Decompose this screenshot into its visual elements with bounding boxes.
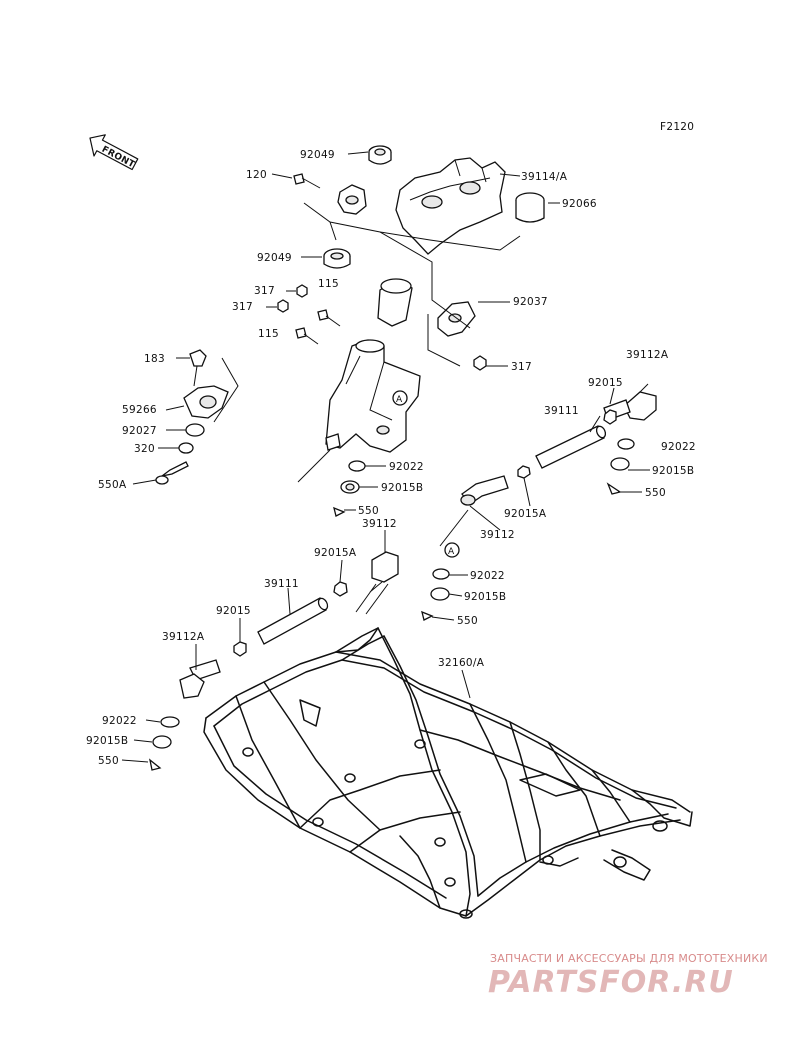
- label-92015-right: 92015: [588, 377, 623, 389]
- label-550-lowmid: 550: [457, 615, 478, 627]
- label-32160a: 32160/A: [438, 657, 485, 669]
- steering-shaft-bracket: A: [325, 339, 421, 453]
- lowmid-fasteners: [421, 568, 450, 621]
- label-39111-right: 39111: [544, 405, 579, 417]
- part-labels: 92049 120 39114/A 92066 92049 115 317 31…: [86, 149, 696, 767]
- label-92022-lowmid: 92022: [470, 570, 505, 582]
- watermark-tagline: ЗАПЧАСТИ И АКСЕССУАРЫ ДЛЯ МОТОТЕХНИКИ: [490, 952, 768, 965]
- label-120: 120: [246, 169, 267, 181]
- label-92015b-center: 92015B: [381, 482, 423, 494]
- pitman-bearing-group: [155, 349, 239, 485]
- label-115-top: 115: [318, 278, 339, 290]
- diagram-code: F2120: [660, 121, 694, 133]
- label-92015-left: 92015: [216, 605, 251, 617]
- callout-a-lower-text: A: [448, 547, 455, 557]
- label-92066: 92066: [562, 198, 597, 210]
- right-tie-rod: [460, 391, 657, 506]
- label-115-mid: 115: [258, 328, 279, 340]
- label-92015a-right: 92015A: [504, 508, 547, 520]
- watermark-brand: PARTSFOR.RU: [488, 965, 734, 1000]
- callout-a-lower: [444, 542, 460, 558]
- label-550-left: 550: [98, 755, 119, 767]
- label-92022-center: 92022: [389, 461, 424, 473]
- label-39112a-right: 39112A: [626, 349, 669, 361]
- label-317-b: 317: [232, 301, 253, 313]
- label-92022-left: 92022: [102, 715, 137, 727]
- callout-a-upper: A: [396, 395, 403, 405]
- steering-stem-clamp: [277, 145, 545, 371]
- label-550-right: 550: [645, 487, 666, 499]
- label-92015b-lowmid: 92015B: [464, 591, 506, 603]
- label-39112a-left: 39112A: [162, 631, 205, 643]
- label-317-c: 317: [511, 361, 532, 373]
- label-92015a-left: 92015A: [314, 547, 357, 559]
- label-92049-mid: 92049: [257, 252, 292, 264]
- label-92015b-right: 92015B: [652, 465, 694, 477]
- label-550a: 550A: [98, 479, 127, 491]
- main-frame: [203, 627, 693, 919]
- label-92027: 92027: [122, 425, 157, 437]
- front-arrow-icon: FRONT: [89, 134, 139, 171]
- label-92049-top: 92049: [300, 149, 335, 161]
- label-59266: 59266: [122, 404, 157, 416]
- label-39112-left: 39112: [362, 518, 397, 530]
- label-39111-left: 39111: [264, 578, 299, 590]
- left-tie-rod: [149, 551, 399, 771]
- label-39112-right: 39112: [480, 529, 515, 541]
- label-92022-right: 92022: [661, 441, 696, 453]
- label-320: 320: [134, 443, 155, 455]
- label-92037: 92037: [513, 296, 548, 308]
- label-39114a: 39114/A: [521, 171, 568, 183]
- label-183: 183: [144, 353, 165, 365]
- label-317-a: 317: [254, 285, 275, 297]
- label-550-center: 550: [358, 505, 379, 517]
- label-92015b-left: 92015B: [86, 735, 128, 747]
- leader-lines: [121, 151, 650, 763]
